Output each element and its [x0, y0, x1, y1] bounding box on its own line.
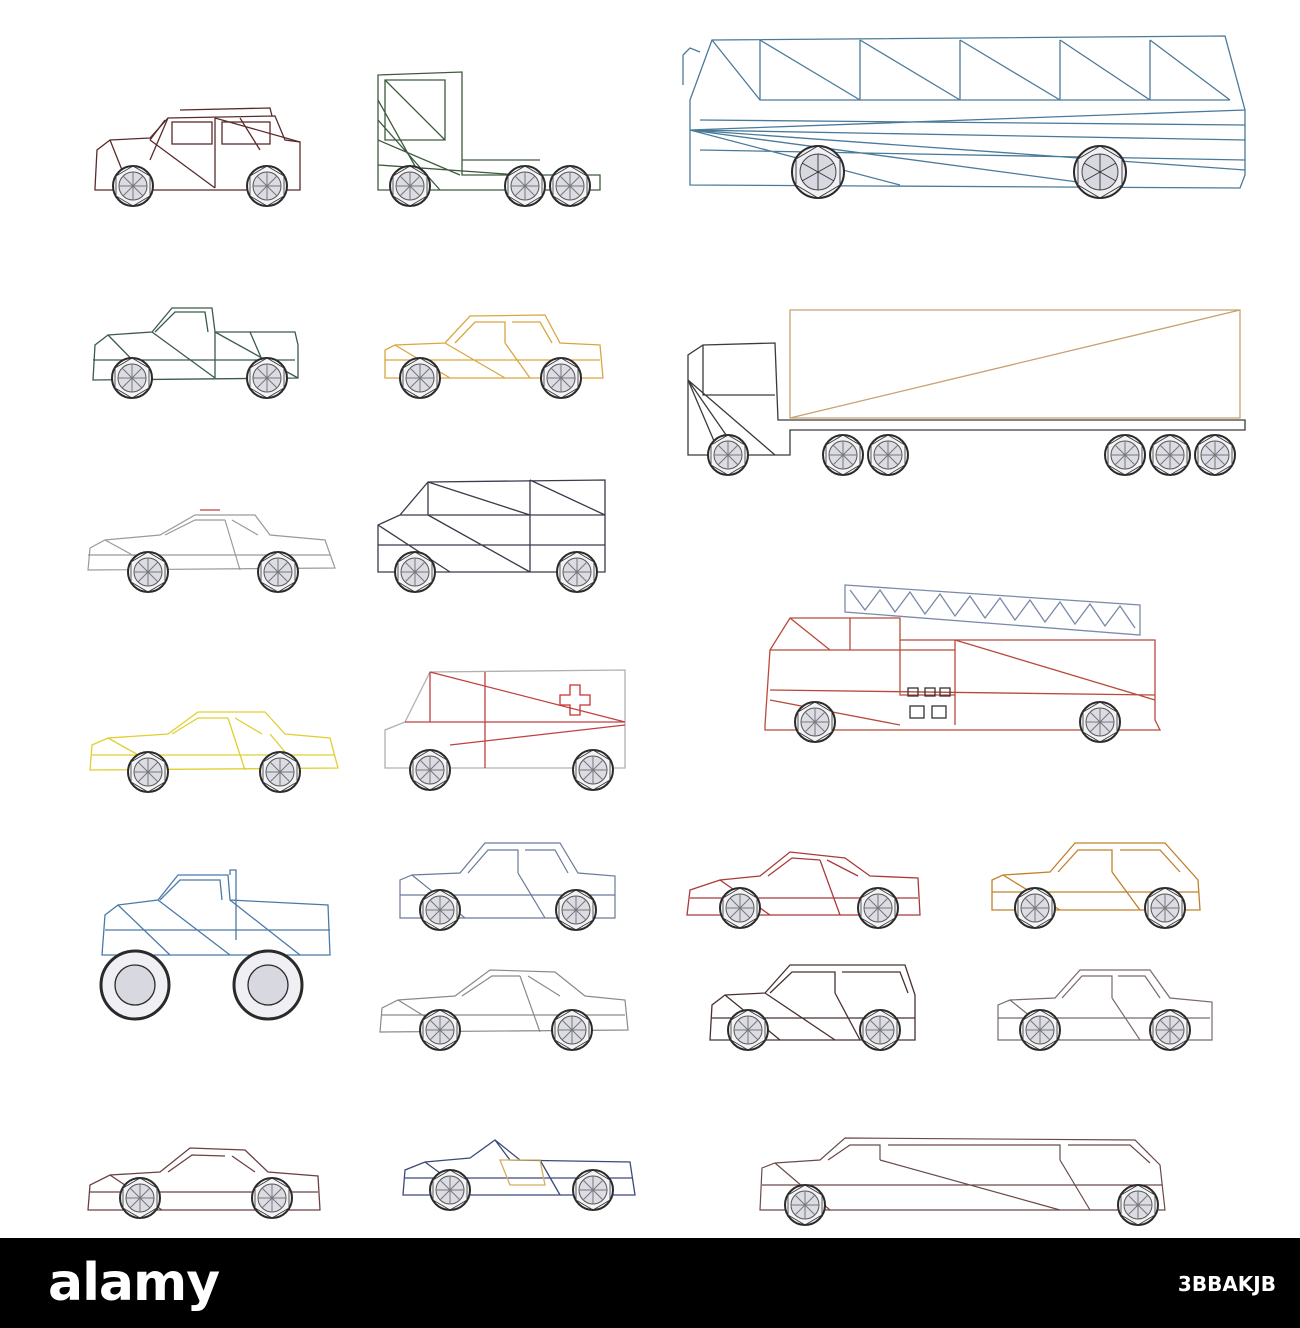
yellow-taxi: [89, 711, 339, 793]
white-sports-sedan: [379, 969, 629, 1051]
red-sports-car: [686, 851, 921, 929]
pickup-truck: [92, 307, 299, 399]
suv-roofrack: [94, 107, 301, 207]
yellow-sedan: [384, 314, 604, 399]
orange-hatchback: [991, 842, 1201, 929]
semi-tractor: [377, 71, 601, 207]
monster-truck: [99, 869, 331, 1021]
police-sedan: [997, 969, 1213, 1051]
alamy-logo: alamy: [48, 1253, 220, 1313]
vehicle-illustration: [87, 35, 1246, 1226]
semi-trailer-truck: [687, 309, 1246, 476]
watermark-footer: [0, 1238, 1300, 1328]
dark-van: [377, 479, 606, 593]
limousine: [759, 1137, 1166, 1226]
ambulance: [384, 669, 626, 791]
white-coupe: [87, 509, 336, 593]
vehicles-canvas: [87, 35, 1246, 1226]
convertible: [402, 1139, 636, 1211]
grey-sedan: [399, 842, 616, 931]
fire-truck: [764, 584, 1162, 743]
image-id-label: 3BBAKJB: [1177, 1272, 1276, 1296]
black-suv: [709, 964, 916, 1051]
roadster: [87, 1147, 321, 1219]
coach-bus: [682, 35, 1246, 199]
